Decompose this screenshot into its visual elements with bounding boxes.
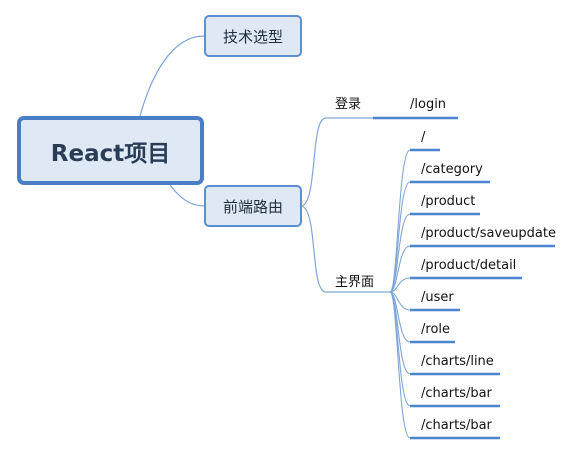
route-item[interactable]: /product/saveupdate <box>421 226 556 241</box>
branch-label: 前端路由 <box>222 197 283 216</box>
branch-frontend-routing[interactable]: 前端路由 <box>204 185 302 227</box>
route-item[interactable]: /category <box>421 162 483 177</box>
root-node[interactable]: React项目 <box>17 116 204 185</box>
route-item[interactable]: / <box>421 130 426 145</box>
topic-main-screen[interactable]: 主界面 <box>335 275 375 290</box>
topic-login[interactable]: 登录 <box>335 97 362 112</box>
connector-main-route <box>389 291 411 439</box>
route-item[interactable]: /product/detail <box>421 258 517 273</box>
route-item[interactable]: /charts/bar <box>421 418 492 433</box>
connector-root-routing <box>169 184 205 207</box>
connector-routing-login <box>301 117 327 207</box>
route-item[interactable]: /charts/line <box>421 354 494 369</box>
route-item[interactable]: /product <box>421 194 476 209</box>
connector-routing-main <box>301 205 327 293</box>
route-item[interactable]: /role <box>421 322 451 337</box>
connector-main-route <box>389 277 411 293</box>
connector-main-route <box>389 245 411 293</box>
branch-tech-selection[interactable]: 技术选型 <box>204 15 302 57</box>
route-item[interactable]: /charts/bar <box>421 386 492 401</box>
connector-root-tech <box>139 35 205 117</box>
route-login[interactable]: /login <box>410 97 447 112</box>
root-label: React项目 <box>50 140 171 167</box>
route-item[interactable]: /user <box>421 290 454 305</box>
branch-label: 技术选型 <box>222 27 283 46</box>
